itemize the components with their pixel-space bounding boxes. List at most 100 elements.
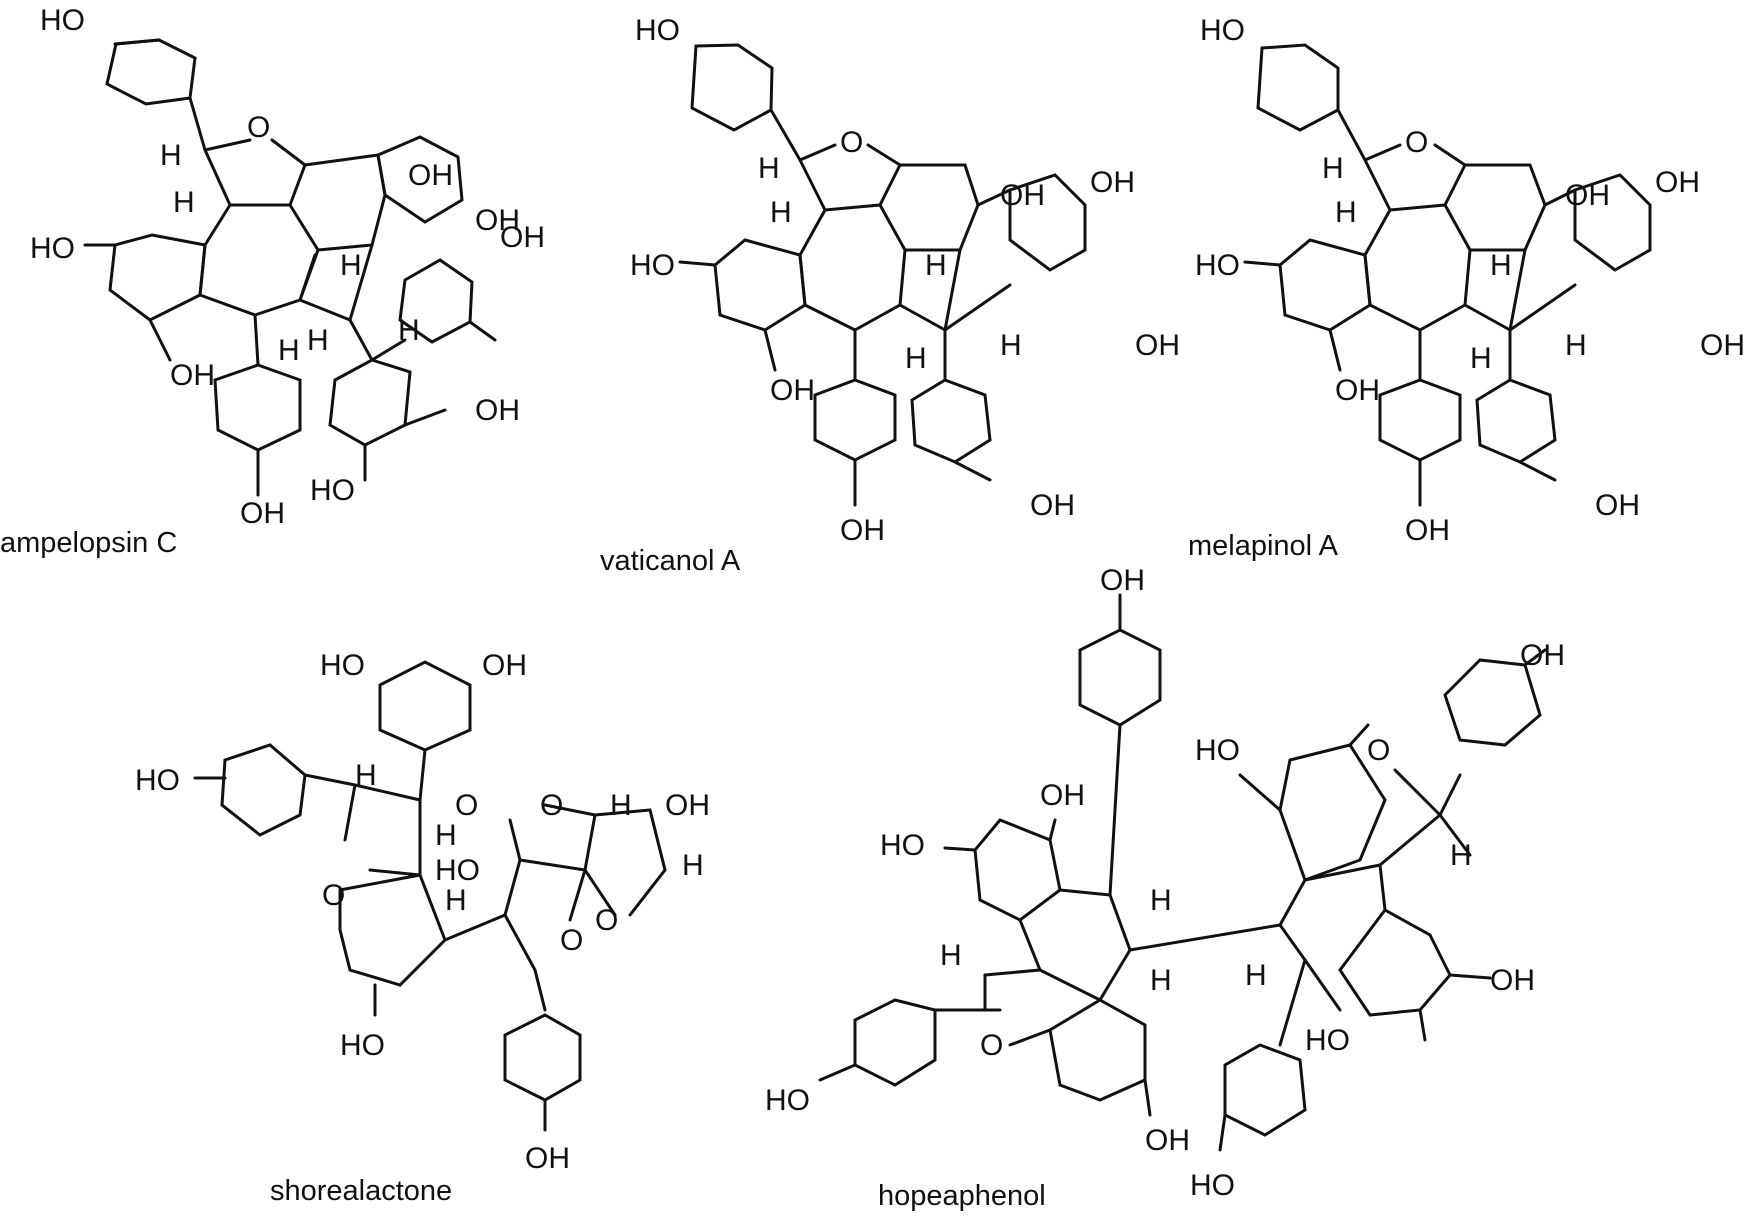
bond [803,303,857,332]
bond [878,163,902,207]
atom-label: H [758,152,780,185]
compound-melapinol-a: melapinol A HO H O OH OH H HO H H OH H O… [1188,14,1745,562]
atom-label: O [560,924,583,957]
atom-label: H [160,139,182,172]
bond [1128,923,1282,952]
atom-label: OH [1135,329,1180,362]
bond [1336,108,1367,162]
bond [823,203,882,212]
bond [1218,1113,1227,1152]
compound-shorealactone: shorealactone HO OH HO H O O H OH H HO H… [135,649,710,1207]
bond [593,808,652,817]
bond [518,858,587,872]
atom-label: OH [482,649,527,682]
bond [1523,648,1547,667]
bond [368,868,422,877]
bond [866,143,902,167]
ring [220,743,307,837]
bond [818,1063,857,1082]
atom-label: OH [1700,329,1745,362]
atom-label: H [770,196,792,229]
ring [1078,628,1162,727]
atom-label: H [398,314,420,347]
atom-label: H [355,759,377,792]
bond [1443,203,1472,252]
atom-label: HO [630,249,675,282]
bond [533,968,547,1012]
bond [769,108,802,162]
bond [1348,723,1370,747]
atom-label: OH [770,374,815,407]
bond [203,203,232,247]
bond [1448,973,1492,980]
bond [288,163,307,207]
bond [198,293,257,317]
atom-label: HO [310,474,355,507]
atom-label: OH [525,1142,570,1175]
bond [583,813,597,872]
bond [798,158,827,212]
ring [213,363,302,452]
compound-name-melapinol-a: melapinol A [1188,530,1339,562]
bond [1278,878,1307,927]
bond [348,243,374,322]
atom-label: OH [1090,166,1135,199]
bond [648,808,667,872]
ring [1223,1043,1307,1137]
bond [403,408,447,427]
bond [1443,163,1467,207]
atom-label: HO [1195,734,1240,767]
bond [503,858,522,917]
bond-lines [818,593,1547,1152]
bond [148,318,172,362]
atom-label: O [540,789,563,822]
atom-label: OH [1490,964,1535,997]
bond [1363,158,1392,212]
bond [1038,968,1102,1002]
atom-label: O [455,789,478,822]
bond-lines [1243,43,1652,507]
atom-label: OH [1405,514,1450,547]
bond [370,193,387,247]
compound-name-shorealactone: shorealactone [270,1175,452,1207]
bond [1518,460,1557,482]
bond-lines [193,660,667,1132]
atom-label: H [610,789,632,822]
bond [1543,188,1577,207]
atom-label: H [445,884,467,917]
atom-label: OH [475,204,520,237]
compound-vaticanol-a: vaticanol A HO H O OH OH H HO H H OH H O… [600,14,1180,577]
atom-label: H [925,249,947,282]
atom-label: HO [1305,1024,1350,1057]
atom-label: HO [880,829,925,862]
atom-label: OH [665,789,710,822]
bond [568,868,587,922]
atom-label: OH [1145,1124,1190,1157]
bond [898,303,947,332]
ring [338,873,447,987]
atom-label: O [247,111,270,144]
atom-label: HO [30,232,75,265]
bond [298,253,317,302]
atom-label: H [340,249,362,282]
ring [1338,908,1452,1017]
bond [1108,723,1122,897]
bond [503,913,537,972]
bond [1528,163,1547,207]
atom-label: OH [475,394,520,427]
atom-label: HO [1200,14,1245,47]
atom-label: H [307,324,329,357]
bond [1008,1028,1052,1047]
bond [343,783,357,842]
atom-label: H [1470,342,1492,375]
bond [1418,1008,1427,1042]
ring [973,818,1062,922]
bond [798,208,827,257]
compound-name-vaticanol-a: vaticanol A [600,545,741,577]
atom-label: OH [1335,374,1380,407]
ring [1256,43,1340,132]
ring [853,998,937,1087]
atom-label: H [940,939,962,972]
atom-label: H [1490,249,1512,282]
ring [376,135,464,224]
